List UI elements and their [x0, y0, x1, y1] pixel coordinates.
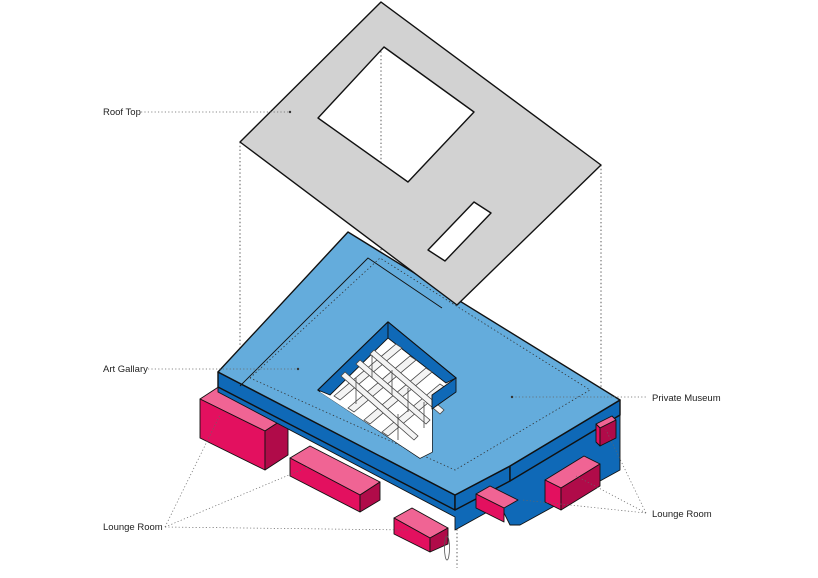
label-art-gallery: Art Gallary	[103, 364, 148, 375]
courtyard-wall-back	[387, 321, 457, 384]
floor-slab	[217, 231, 621, 531]
label-lounge-room-left: Lounge Room	[103, 522, 163, 533]
label-private-museum: Private Museum	[652, 393, 721, 404]
label-roof-top: Roof Top	[103, 107, 141, 118]
lounge-room-block-d-front	[475, 493, 505, 523]
roof-top-plate	[239, 1, 602, 306]
courtyard	[317, 321, 457, 458]
annotations: Roof Top Art Gallary Private Museum Loun…	[103, 107, 721, 533]
courtyard-notch-wall	[431, 377, 457, 410]
lounge-room-block-f-side	[599, 419, 617, 447]
lounge-room-block-b-side	[359, 481, 381, 513]
roof-slab	[239, 1, 602, 306]
slab-inner-dotted-outline	[249, 257, 591, 471]
stair-element	[444, 535, 450, 561]
lounge-room-block-f-front	[595, 423, 601, 447]
lounge-rooms-back	[199, 383, 289, 471]
slab-ramp-edge	[239, 257, 443, 387]
courtyard-beams	[333, 343, 447, 441]
lounge-rooms-front	[289, 415, 617, 561]
lounge-room-block-e-side	[560, 463, 601, 511]
label-lounge-room-right: Lounge Room	[652, 509, 712, 520]
lounge-room-block-c-side	[429, 527, 449, 553]
